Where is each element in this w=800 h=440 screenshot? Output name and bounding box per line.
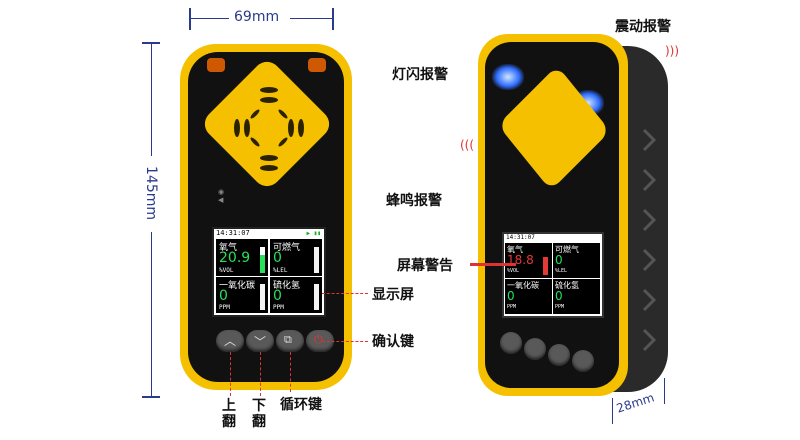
width-dim-line-left [191, 18, 229, 19]
width-dim-line-right [290, 18, 332, 19]
battery-icon: ▶ ▮▮ [306, 230, 321, 237]
warning-pointer-line [470, 263, 516, 266]
vibration-icon-left: ((( [460, 138, 475, 152]
height-dimension: 145mm [143, 166, 159, 220]
blue-flash-left [492, 64, 524, 90]
confirm-button[interactable]: ⏻ [306, 330, 334, 352]
chevron-up-icon: ︿ [224, 334, 237, 348]
label-confirm-key: 确认键 [372, 334, 414, 350]
grille-slots [234, 87, 304, 171]
cycle-icon: ⧉ [284, 333, 292, 346]
height-dim-tick-bottom [142, 396, 160, 398]
height-dim-line-bottom [151, 232, 152, 396]
height-dim-line-top [151, 44, 152, 156]
up-button[interactable]: ︿ [216, 330, 244, 352]
label-buzzer-alarm: 蜂鸣报警 [386, 193, 442, 209]
vibration-icon: ))) [665, 44, 680, 58]
chevron-down-icon: ﹀ [254, 335, 267, 349]
cell-hydrogen-sulfide: 硫化氢 0 PPM [270, 277, 322, 313]
cycle-button[interactable]: ⧉ [276, 330, 304, 352]
label-light-alarm: 灯闪报警 [392, 67, 448, 83]
height-dim-tick-top [142, 42, 160, 44]
label-down-page: 下翻 [252, 398, 266, 430]
speaker-icon: ◉◀ [218, 188, 225, 204]
width-dim-tick-right [332, 8, 334, 30]
cell-carbon-monoxide: 一氧化碳 0 PPM [216, 277, 268, 313]
width-dimension: 69mm [234, 9, 280, 25]
right-down-button[interactable] [524, 338, 546, 360]
label-up-page: 上翻 [222, 398, 236, 430]
right-cycle-button[interactable] [548, 344, 570, 366]
side-ridges [642, 128, 657, 352]
display-screen-right: 14:31:07 氧气 18.8 %VOL 可燃气 0 %LEL 一氧化碳 0 … [502, 232, 604, 318]
power-icon: ⏻ [314, 333, 323, 346]
alarm-led-right [308, 58, 326, 72]
display-screen: 14:31:07 ▶ ▮▮ 氧气 20.9 %VOL 可燃气 0 %LEL 一氧… [212, 227, 326, 317]
label-cycle-key: 循环键 [280, 397, 322, 413]
right-up-button[interactable] [500, 332, 522, 354]
label-screen-warning: 屏幕警告 [397, 258, 453, 274]
depth-dimension: 28mm [614, 390, 656, 416]
width-dim-tick-left [189, 8, 191, 30]
cell-combustible: 可燃气 0 %LEL [270, 239, 322, 276]
screen-time: 14:31:07 [216, 229, 250, 237]
cell-oxygen: 氧气 20.9 %VOL [216, 239, 268, 276]
right-confirm-button[interactable] [572, 350, 594, 372]
alarm-led-left [207, 58, 225, 72]
label-vibration-alarm: 震动报警 [615, 19, 671, 35]
label-display: 显示屏 [372, 287, 414, 303]
down-button[interactable]: ﹀ [246, 330, 274, 352]
oxygen-level-bar [260, 255, 265, 273]
